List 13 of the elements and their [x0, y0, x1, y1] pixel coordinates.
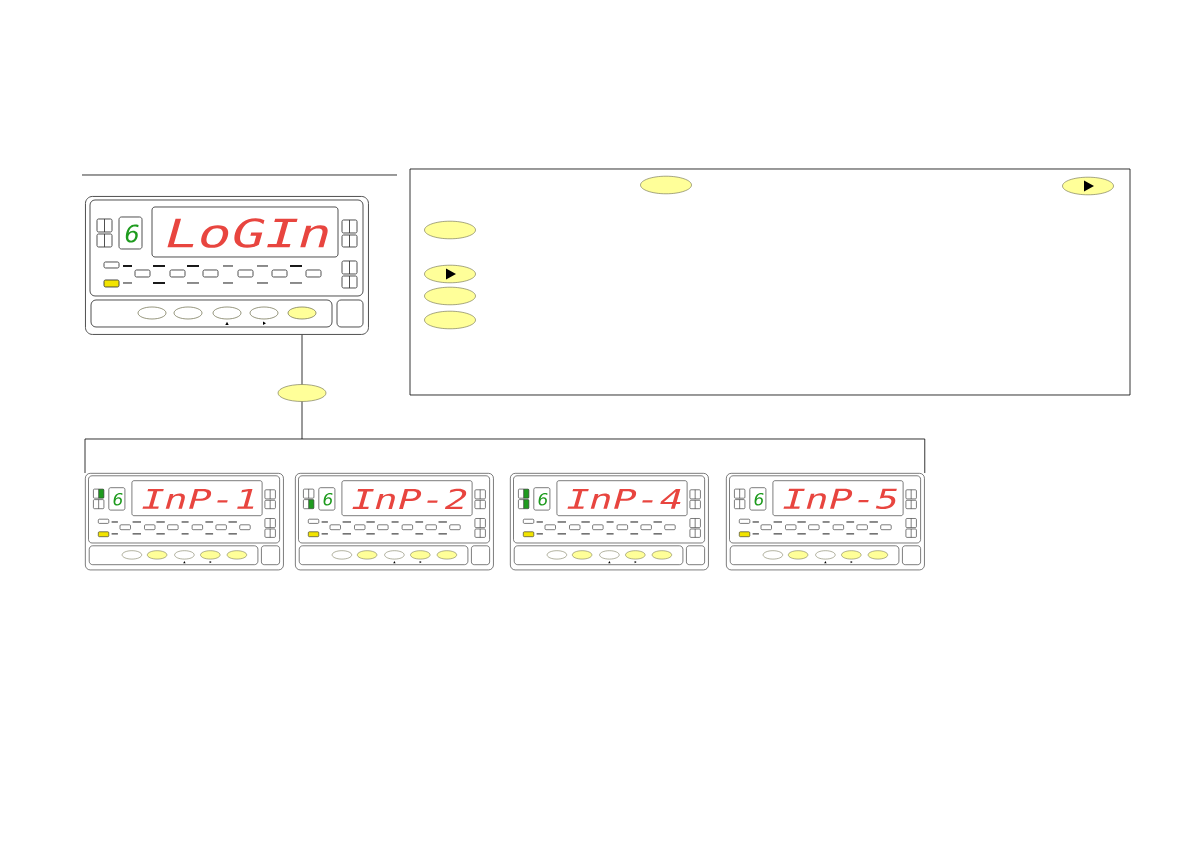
digit-display: 6 [533, 487, 551, 511]
digit-display: 6 [749, 487, 767, 511]
digit-display: 6 [108, 487, 126, 511]
display-window: InP-1 [131, 480, 263, 517]
display-window: InP-2 [341, 480, 473, 517]
key-button [277, 384, 327, 402]
connector-line [84, 401, 926, 474]
connector-line [301, 334, 303, 385]
display-window: InP-5 [772, 480, 904, 517]
display-window: LoGIn [151, 206, 339, 258]
digit-display: 6 [118, 216, 143, 250]
digit-display: 6 [318, 487, 336, 511]
display-window: InP-4 [556, 480, 688, 517]
